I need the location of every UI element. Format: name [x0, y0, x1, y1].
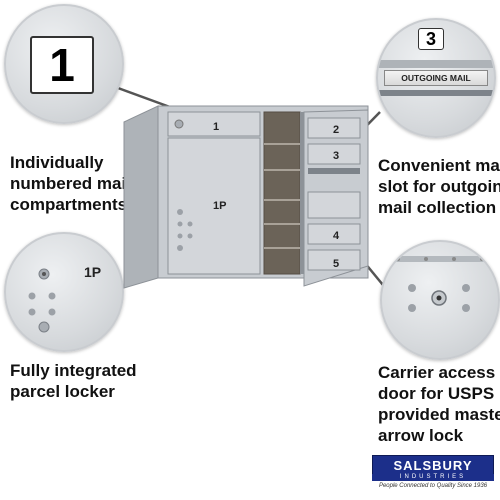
caption-line: parcel locker: [10, 382, 115, 401]
caption-line: Fully integrated: [10, 361, 137, 380]
door-number-5: 5: [333, 258, 340, 270]
carrier-lock-detail: [382, 256, 498, 312]
zoom-circle-outgoing-slot: 3 OUTGOING MAIL: [376, 18, 496, 138]
open-compartment-interior: [263, 111, 301, 275]
outgoing-mail-slot: [378, 90, 494, 96]
compartment-number-plate: 3: [418, 28, 444, 50]
brand-name: SALSBURY: [372, 455, 494, 475]
caption-line: Convenient mail: [378, 156, 500, 175]
parcel-locker-label: 1P: [84, 264, 102, 280]
caption-line: compartments: [10, 195, 128, 214]
caption-parcel-locker: Fully integrated parcel locker: [10, 360, 150, 402]
door-number-3: 3: [333, 150, 340, 162]
parcel-door-label: 1P: [213, 200, 227, 212]
zoom-circle-compartment-number: 1: [4, 4, 124, 124]
caption-line: provided master: [378, 405, 500, 424]
caption-carrier-lock: Carrier access door for USPS provided ma…: [378, 362, 500, 446]
mailbox-unit: [123, 105, 369, 289]
caption-line: slot for outgoing: [378, 177, 500, 196]
brand-sub: INDUSTRIES: [372, 474, 494, 481]
outgoing-mail-slot-label: OUTGOING MAIL: [384, 70, 488, 86]
caption-line: numbered mail: [10, 174, 131, 193]
caption-numbered-compartments: Individually numbered mail compartments: [10, 152, 150, 215]
caption-line: Individually: [10, 153, 104, 172]
parcel-locker-door-detail: [28, 268, 56, 333]
zoom-circle-parcel-locker: 1P: [4, 232, 124, 352]
door-number-4: 4: [333, 230, 340, 242]
salsbury-logo: SALSBURY INDUSTRIES People Connected to …: [372, 455, 494, 493]
caption-line: arrow lock: [378, 426, 464, 445]
brand-tagline: People Connected to Quality Since 1936: [378, 483, 488, 489]
caption-line: door for USPS: [378, 384, 495, 403]
compartment-number-plate: 1: [30, 36, 94, 94]
caption-line: mail collection: [378, 198, 497, 217]
zoom-circle-carrier-lock: [380, 240, 500, 360]
parcel-locker-door: [167, 137, 261, 275]
caption-line: Carrier access: [378, 363, 496, 382]
door-number-2: 2: [333, 124, 340, 136]
door-number-1: 1: [213, 121, 220, 133]
caption-outgoing-slot: Convenient mail slot for outgoing mail c…: [378, 155, 500, 218]
